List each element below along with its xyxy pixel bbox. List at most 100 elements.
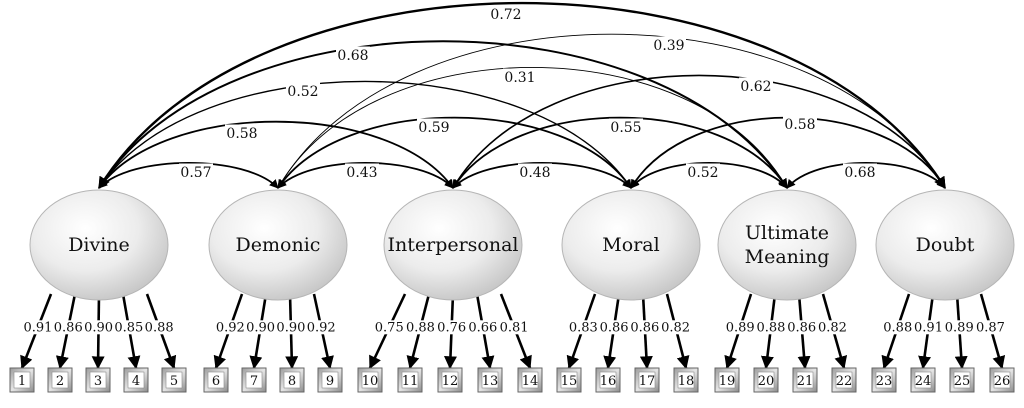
item-box-inner — [521, 371, 539, 389]
loading-value: 0.66 — [468, 320, 497, 335]
loading-label-bg — [883, 320, 912, 335]
loading-label-bg — [468, 320, 497, 335]
correlation-label-bg — [518, 163, 552, 179]
factor-label-interpersonal: Interpersonal — [387, 234, 518, 256]
item-number: 19 — [719, 374, 736, 389]
item-number: 21 — [797, 374, 814, 389]
item-number: 20 — [758, 374, 775, 389]
item-number: 9 — [326, 374, 334, 389]
loading-label-bg — [630, 320, 659, 335]
item-box-inner — [560, 371, 578, 389]
loading-value: 0.87 — [976, 320, 1005, 335]
correlation-label-bg — [686, 163, 720, 179]
loading-value: 0.91 — [914, 320, 943, 335]
item-box-inner — [165, 371, 183, 389]
correlation-arc-divine-ultimate-meaning — [98, 40, 788, 189]
factor-label-divine: Divine — [68, 234, 130, 256]
factor-ellipse-demonic — [208, 189, 348, 301]
item-box-inner — [835, 371, 853, 389]
loading-label-bg — [437, 320, 466, 335]
correlation-value: 0.52 — [287, 84, 318, 100]
item-box-inner — [13, 371, 31, 389]
item-number: 25 — [954, 374, 971, 389]
loading-label-bg — [756, 320, 785, 335]
loading-label-bg — [23, 320, 52, 335]
item-box-inner — [283, 371, 301, 389]
correlation-label-bg — [609, 118, 643, 134]
item-number: 2 — [56, 374, 64, 389]
correlation-label-bg — [336, 46, 370, 62]
item-box-inner — [677, 371, 695, 389]
item-number: 5 — [170, 374, 178, 389]
loading-label-bg — [976, 320, 1005, 335]
correlation-value: 0.57 — [180, 165, 211, 181]
correlation-label-bg — [345, 163, 379, 179]
correlation-value: 0.39 — [653, 38, 684, 54]
item-number: 1 — [18, 374, 26, 389]
correlation-label-bg — [225, 124, 259, 140]
loading-label-bg — [114, 320, 143, 335]
item-number: 6 — [212, 374, 220, 389]
item-box-inner — [401, 371, 419, 389]
item-box-inner — [127, 371, 145, 389]
item-number: 12 — [442, 374, 459, 389]
item-number: 11 — [402, 374, 419, 389]
loading-label-bg — [307, 320, 336, 335]
loading-value: 0.86 — [54, 320, 83, 335]
correlation-value: 0.58 — [226, 126, 257, 142]
item-number: 4 — [132, 374, 140, 389]
correlation-label-bg — [739, 77, 773, 93]
factor-label-ultimate-meaning: Ultimate — [745, 222, 829, 244]
loading-label-bg — [406, 320, 435, 335]
correlation-value: 0.55 — [610, 120, 641, 136]
loading-label-bg — [600, 320, 629, 335]
loading-label-bg — [914, 320, 943, 335]
loading-label-bg — [726, 320, 755, 335]
correlation-value: 0.58 — [784, 117, 815, 133]
loading-value: 0.86 — [787, 320, 816, 335]
loading-value: 0.86 — [630, 320, 659, 335]
factor-label-demonic: Demonic — [236, 234, 321, 256]
item-number: 16 — [600, 374, 617, 389]
factor-label-ultimate-meaning: Meaning — [745, 246, 830, 268]
item-box-inner — [245, 371, 263, 389]
item-number: 14 — [522, 374, 539, 389]
loading-label-bg — [787, 320, 816, 335]
loading-label-bg — [216, 320, 245, 335]
loading-value: 0.92 — [216, 320, 245, 335]
loading-label-bg — [375, 320, 404, 335]
loading-value: 0.88 — [145, 320, 174, 335]
correlation-arc-demonic-doubt — [277, 33, 946, 189]
item-number: 7 — [250, 374, 258, 389]
item-box-inner — [51, 371, 69, 389]
correlation-arc-interpersonal-ultimate-meaning — [452, 116, 788, 189]
item-number: 22 — [836, 374, 853, 389]
item-box-inner — [993, 371, 1011, 389]
item-number: 15 — [561, 374, 578, 389]
correlation-label-bg — [783, 115, 817, 131]
item-number: 17 — [639, 374, 656, 389]
correlation-arc-interpersonal-doubt — [452, 74, 946, 189]
correlation-value: 0.43 — [346, 165, 377, 181]
loading-value: 0.82 — [661, 320, 690, 335]
factor-ellipse-divine — [29, 189, 169, 301]
correlation-value: 0.72 — [490, 7, 521, 23]
item-number: 18 — [678, 374, 695, 389]
correlation-value: 0.48 — [519, 165, 550, 181]
item-number: 3 — [94, 374, 102, 389]
factor-ellipse-ultimate-meaning — [717, 189, 857, 301]
correlation-label-bg — [179, 163, 213, 179]
loading-value: 0.90 — [276, 320, 305, 335]
item-box-inner — [89, 371, 107, 389]
correlation-arc-divine-doubt — [97, 1, 947, 190]
loading-label-bg — [661, 320, 690, 335]
item-box-inner — [207, 371, 225, 389]
loading-label-bg — [84, 320, 113, 335]
loading-value: 0.82 — [818, 320, 847, 335]
loading-value: 0.85 — [114, 320, 143, 335]
loading-value: 0.89 — [726, 320, 755, 335]
loading-label-bg — [500, 320, 529, 335]
correlation-label-bg — [843, 163, 877, 179]
correlation-label-bg — [286, 82, 320, 98]
